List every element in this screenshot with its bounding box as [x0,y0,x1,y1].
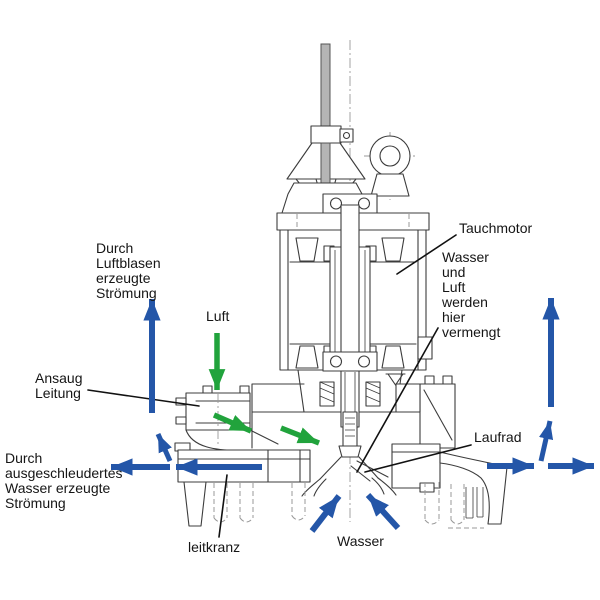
shaft [322,204,378,428]
power-cable [286,43,366,204]
label-durch-wasser: Durch ausgeschleudertes Wasser erzeugte … [5,450,123,511]
intake-elbow-outer [185,429,253,451]
svg-text:werden: werden [441,294,488,310]
svg-text:Leitung: Leitung [35,385,81,401]
leader-ansaug [87,389,200,407]
label-laufrad: Laufrad [474,429,521,445]
water-suction-arrow-left-icon [309,494,342,533]
label-ansaug-leitung: Ansaug Leitung [35,370,82,401]
hidden-legs-left [213,483,306,523]
bell-mouth-right [371,477,397,496]
intake-elbow-inner [249,429,279,445]
leader-lines [87,234,472,538]
label-leitkranz: leitkranz [188,539,240,555]
leader-tauchmotor [396,234,457,275]
pump-casing [251,375,456,449]
svg-text:erzeugte: erzeugte [96,270,151,286]
bubble-current-arrow-left-small-icon [155,432,173,463]
inner-ribs-right [465,487,484,519]
label-vermengt: Wasser und Luft werden hier vermengt [441,249,500,340]
machine-outline [174,40,508,529]
svg-text:ausgeschleudertes: ausgeschleudertes [5,465,123,481]
bubble-current-arrow-right-small-icon [538,420,554,462]
left-leg [183,481,207,527]
svg-text:Wasser erzeugte: Wasser erzeugte [5,480,111,496]
flow-arrows [111,298,594,533]
svg-text:und: und [442,264,465,280]
svg-text:Durch: Durch [96,240,133,256]
right-leg-skirt [439,451,508,525]
svg-text:hier: hier [442,309,466,325]
air-pipe-arrow-2-icon [279,425,321,446]
water-suction-arrow-right-icon [365,492,401,531]
label-luft: Luft [206,308,229,324]
leader-laufrad [364,444,472,473]
svg-text:Strömung: Strömung [96,285,157,301]
impeller [301,411,397,497]
bell-mouth-left [301,478,327,497]
stator-core [289,261,417,345]
legs [183,451,508,529]
impeller-cone [319,456,379,480]
svg-text:Strömung: Strömung [5,495,66,511]
svg-text:Wasser: Wasser [442,249,489,265]
label-durch-luftblasen: Durch Luftblasen erzeugte Strömung [96,240,161,301]
svg-text:Luftblasen: Luftblasen [96,255,161,271]
label-wasser: Wasser [337,533,384,549]
svg-text:Ansaug: Ansaug [35,370,82,386]
svg-text:vermengt: vermengt [442,324,500,340]
leader-leitkranz [218,474,228,538]
svg-text:Luft: Luft [442,279,465,295]
label-tauchmotor: Tauchmotor [459,220,532,236]
lifting-eye [364,132,416,200]
impeller-nut [338,445,362,458]
leader-vermengt [356,327,439,473]
labels: Durch Luftblasen erzeugte Strömung Luft … [5,220,532,555]
air-pipe-arrow-1-icon [212,412,253,434]
hidden-legs-right [424,482,484,529]
svg-text:Durch: Durch [5,450,42,466]
